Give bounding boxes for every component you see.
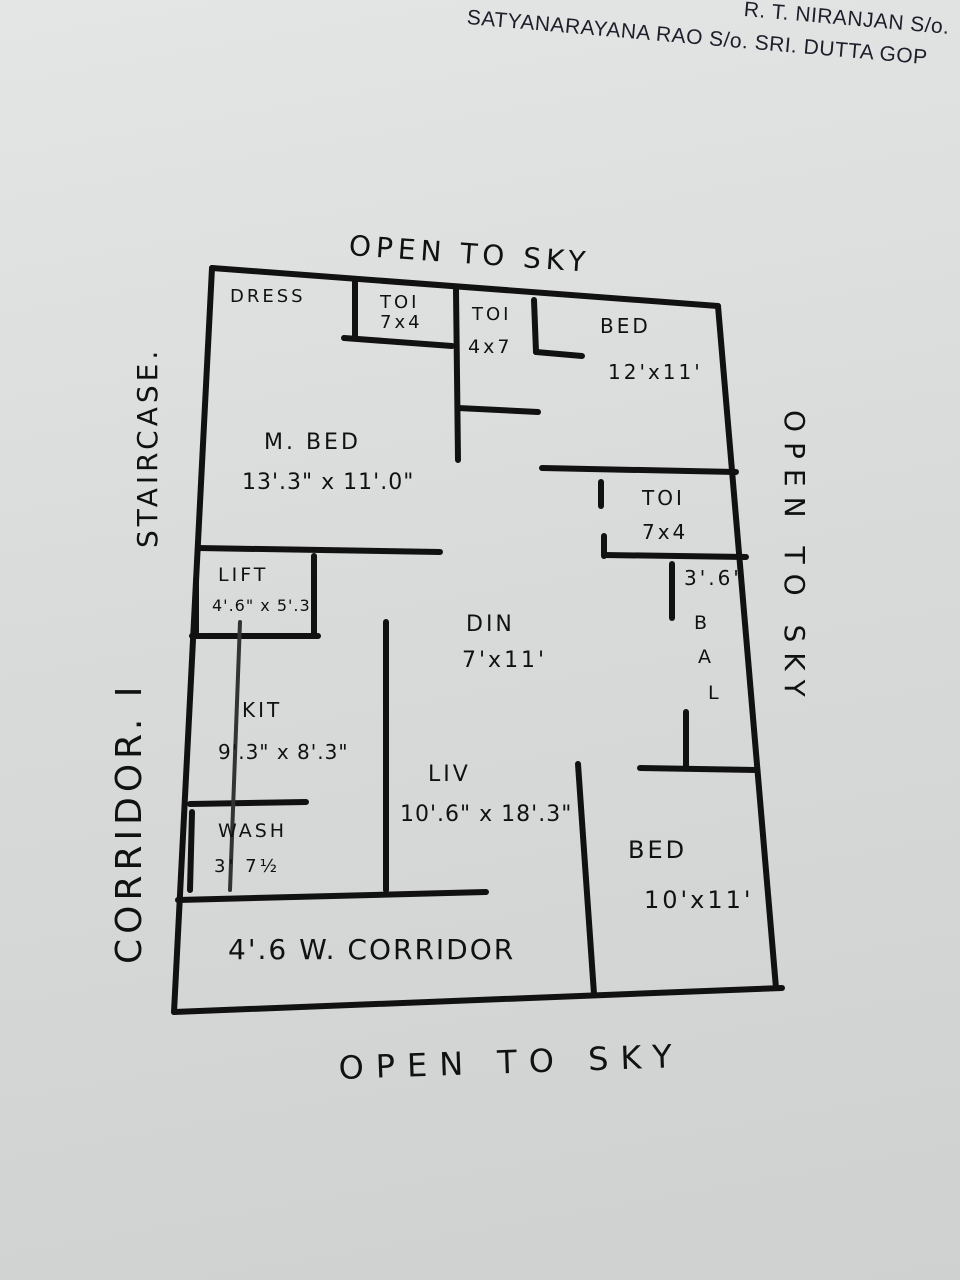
room-toi-3-name: TOI (642, 486, 685, 510)
wall-kit-wash (187, 799, 309, 807)
room-din-name: DIN (466, 612, 515, 637)
room-toi-1-name: TOI (380, 292, 420, 313)
wall-toi3-bottom (601, 552, 749, 560)
room-liv-name: LIV (428, 762, 471, 787)
label-corridor-1: CORRIDOR. I (109, 681, 150, 964)
room-bal-letter-b: B (694, 612, 711, 634)
wall-toi2-bottom (455, 405, 541, 415)
wall-toi1-bottom (341, 335, 455, 349)
room-bed-2-size: 10'x11' (644, 886, 754, 914)
room-bed-1-name: BED (600, 314, 651, 338)
stair-hint-line (228, 620, 242, 892)
room-corridor-name: 4'.6 W. CORRIDOR (228, 933, 516, 966)
room-toi-2-name: TOI (472, 304, 512, 325)
wall-bed1-bottom (539, 465, 739, 475)
wall-corridor-top (175, 889, 489, 903)
room-master-bed-size: 13'.3" x 11'.0" (242, 470, 415, 495)
wall-wash-inner (187, 809, 195, 893)
room-bed-1-size: 12'x11' (608, 360, 703, 384)
room-liv-size: 10'.6" x 18'.3" (400, 802, 573, 827)
wall-bottom (171, 985, 785, 1015)
wall-toi1-toi2 (453, 287, 461, 463)
room-master-bed-name: M. BED (264, 430, 361, 455)
room-toi-3-size: 7x4 (642, 520, 689, 544)
room-din-size: 7'x11' (462, 648, 548, 673)
label-right-open-to-sky: OPEN TO SKY (778, 410, 811, 707)
room-kit-name: KIT (242, 698, 283, 722)
wall-bed2-left (575, 761, 597, 997)
room-bal-letter-a: A (698, 646, 714, 668)
room-toi-1-size: 7x4 (380, 312, 423, 333)
room-bal-size: 3'.6" (684, 566, 746, 590)
wall-left (171, 265, 215, 1015)
room-lift-name: LIFT (218, 564, 269, 586)
wall-top (209, 265, 721, 309)
wall-bal-bottom (637, 765, 759, 773)
room-dress-name: DRESS (230, 286, 306, 307)
wall-bed1-stub (533, 349, 585, 359)
room-kit-size: 9'.3" x 8'.3" (218, 740, 349, 764)
label-staircase: STAIRCASE. (131, 346, 164, 548)
wall-right (715, 303, 779, 991)
room-wash-size: 3' 7½ (214, 856, 281, 877)
room-lift-size: 4'.6" x 5'.3" (212, 596, 320, 615)
room-bal-letter-l: L (708, 682, 722, 704)
wall-toi2-bed1 (531, 297, 539, 355)
wall-mbed-bottom (195, 545, 443, 555)
room-wash-name: WASH (218, 820, 288, 842)
room-toi-2-size: 4x7 (468, 336, 513, 358)
room-bed-2-name: BED (628, 836, 688, 864)
